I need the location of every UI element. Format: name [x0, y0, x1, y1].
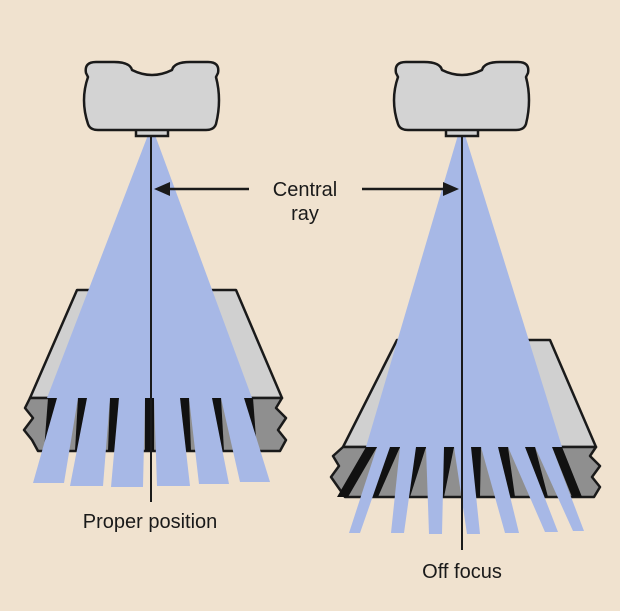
- right-xray-beam: [366, 135, 562, 447]
- central-ray-label-line2: ray: [291, 203, 319, 225]
- left-transmitted-beam: [189, 398, 229, 484]
- left-transmitted-beam: [154, 398, 190, 486]
- off-focus-caption: Off focus: [422, 561, 502, 583]
- right-lead-strips: [337, 447, 582, 497]
- left-transmitted-beam: [111, 398, 145, 487]
- right-central-ray-arrow: [362, 182, 459, 196]
- left-transmitted-beam: [33, 398, 78, 483]
- right-tube-housing: [392, 60, 531, 132]
- left-transmitted-beam: [221, 398, 270, 482]
- left-xray-beam: [47, 135, 252, 398]
- right-transmitted-beam: [391, 447, 416, 533]
- right-transmitted-beam: [426, 447, 444, 534]
- off-focus-panel: Off focus: [329, 60, 602, 583]
- right-lead-strip: [552, 447, 582, 497]
- proper-position-panel: Proper position: [22, 60, 288, 533]
- left-tube-housing: [82, 60, 221, 132]
- right-xray-tube: [392, 60, 531, 138]
- right-lead-strip: [498, 447, 515, 497]
- right-lead-strip: [525, 447, 548, 497]
- central-ray-label: Central ray: [273, 179, 337, 225]
- central-ray-label-line1: Central: [273, 179, 337, 201]
- proper-position-caption: Proper position: [83, 511, 218, 533]
- left-central-ray-arrow: [154, 182, 249, 196]
- right-transmitted-beams: [349, 447, 584, 534]
- left-xray-tube: [82, 60, 221, 138]
- right-lead-strip: [337, 447, 377, 497]
- right-transmitted-beam: [349, 447, 390, 533]
- left-lead-strip: [145, 398, 154, 451]
- right-transmitted-beam: [508, 447, 558, 532]
- right-transmitted-beam: [481, 447, 519, 533]
- left-transmitted-beam: [70, 398, 110, 486]
- right-transmitted-beam: [454, 447, 480, 534]
- right-transmitted-beam: [535, 447, 584, 531]
- left-transmitted-beams: [33, 398, 270, 487]
